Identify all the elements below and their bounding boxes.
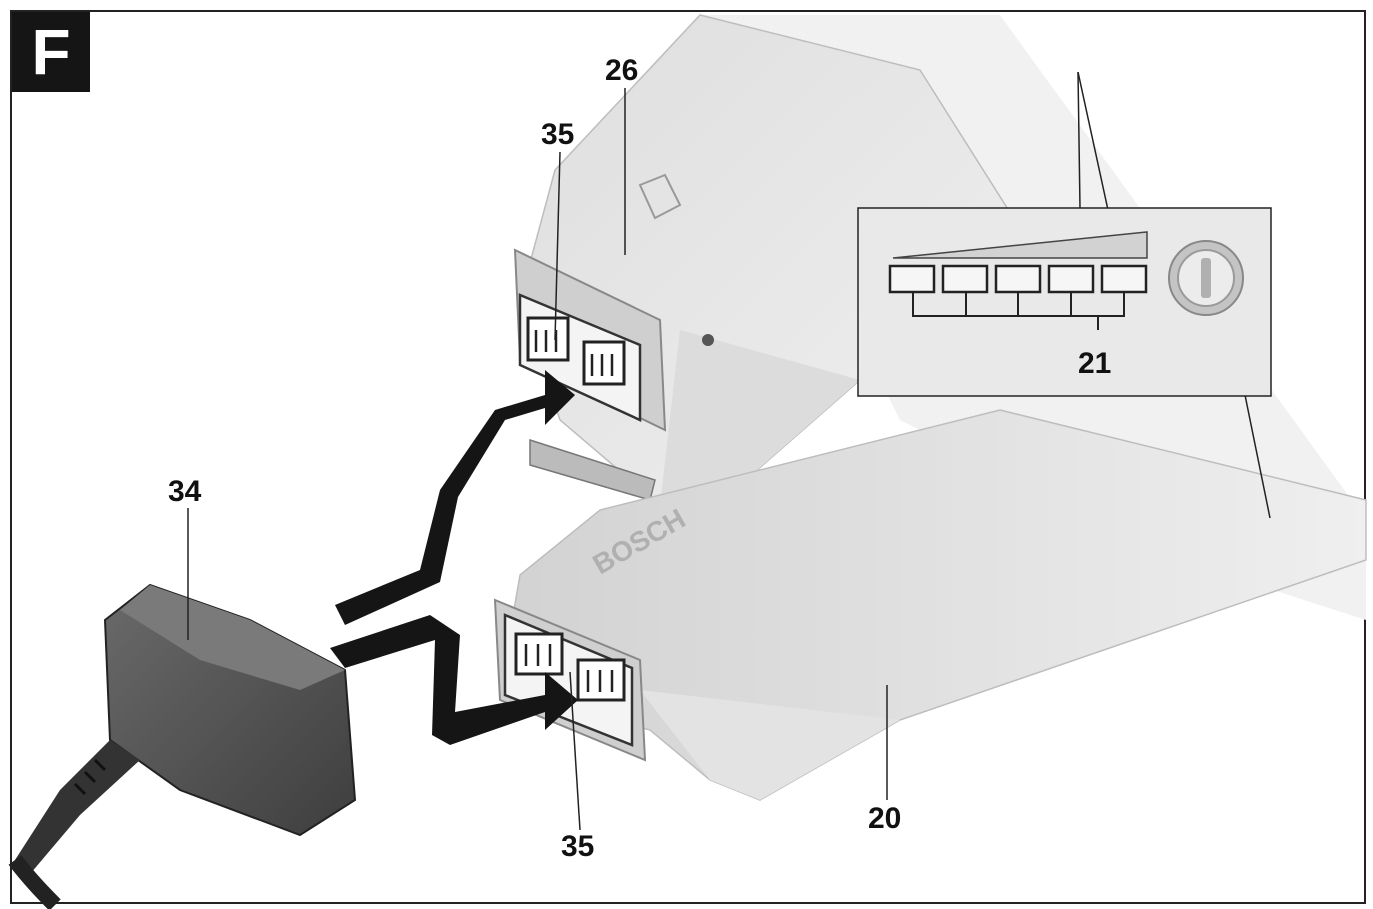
led-detail-callout: [857, 71, 1272, 519]
label-charge-leds: 21: [1078, 347, 1112, 380]
label-battery-rear: 26: [605, 54, 639, 87]
figure-frame: [10, 10, 1366, 904]
battery-rear-body: [513, 14, 1042, 521]
battery-front-body: BOSCH: [493, 409, 1367, 801]
power-button: [1168, 240, 1244, 316]
charger-plug: [8, 583, 357, 909]
leader-35-top: [554, 151, 561, 341]
guide-arrows: [330, 370, 578, 745]
label-connector-bottom: 35: [561, 830, 595, 863]
label-charger-plug: 34: [168, 475, 202, 508]
charge-led-1: [888, 264, 936, 294]
leader-35-bottom: [569, 671, 581, 831]
charge-led-5: [1100, 264, 1148, 294]
power-icon: [1201, 258, 1211, 298]
figure-letter: F: [12, 12, 90, 92]
arrow-to-upper-connector: [335, 370, 575, 625]
charge-led-2: [941, 264, 989, 294]
label-battery-front: 20: [868, 802, 902, 835]
arrow-to-lower-connector: [330, 615, 578, 745]
label-connector-top: 35: [541, 118, 575, 151]
